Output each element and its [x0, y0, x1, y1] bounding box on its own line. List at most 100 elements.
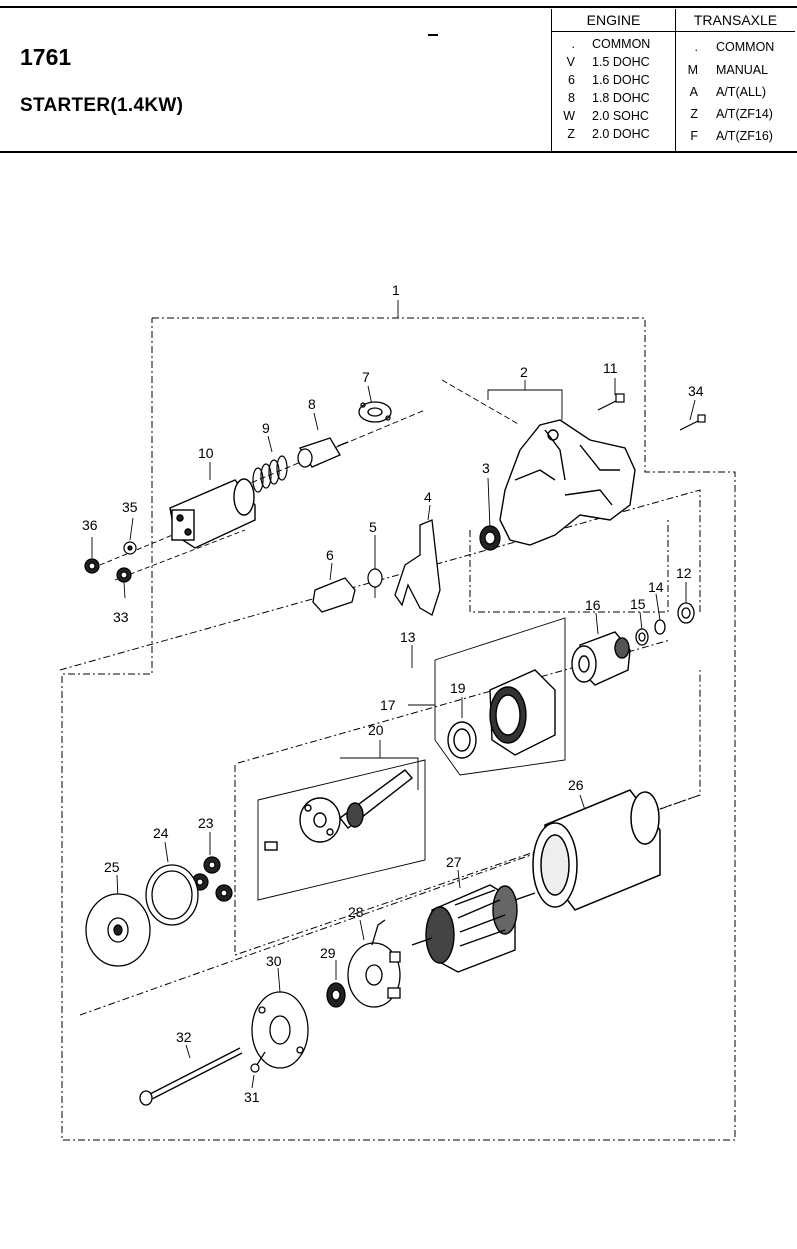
header-mark: [428, 34, 438, 36]
nut: [84, 558, 100, 574]
part-number: 1761: [20, 44, 72, 70]
callout-2: 2: [520, 364, 528, 380]
transaxle-row: Z A/T(ZF14): [676, 105, 795, 123]
callout-9: 9: [262, 420, 270, 436]
callout-8: 8: [308, 396, 316, 412]
callout-34: 34: [688, 383, 704, 399]
engine-desc: 2.0 DOHC: [592, 127, 650, 141]
transaxle-desc: A/T(ZF14): [716, 107, 773, 121]
engine-row: . COMMON: [552, 35, 675, 53]
internal-gear: [489, 669, 556, 756]
transaxle-desc: A/T(ZF16): [716, 129, 773, 143]
planet-gear: [191, 856, 233, 902]
callout-3: 3: [482, 460, 490, 476]
page-title: STARTER(1.4KW): [20, 95, 184, 116]
transaxle-desc: MANUAL: [716, 63, 769, 77]
engine-desc: COMMON: [592, 37, 651, 51]
callout-23: 23: [198, 815, 214, 831]
engine-row: W 2.0 SOHC: [552, 107, 675, 125]
callout-28: 28: [348, 904, 364, 920]
callout-12: 12: [676, 565, 692, 581]
exploded-parts-diagram: 1 2 3 4 5 6 7 8 9 10 11 12 13 14 15 16 1…: [59, 282, 736, 1141]
callout-33: 33: [113, 609, 129, 625]
stop-ring: [677, 602, 695, 624]
callout-7: 7: [362, 369, 370, 385]
transaxle-code: M: [687, 63, 698, 77]
yoke: [532, 789, 661, 911]
header-bottom-rule: [0, 151, 797, 153]
callout-35: 35: [122, 499, 138, 515]
engine-code: 8: [568, 91, 575, 105]
transaxle-heading: TRANSAXLE: [676, 9, 795, 32]
engine-code: 6: [568, 73, 575, 87]
shield: [145, 864, 199, 926]
callout-31: 31: [244, 1089, 260, 1105]
screw: [679, 414, 706, 431]
callout-17: 17: [380, 697, 396, 713]
rear-bracket: [251, 991, 309, 1069]
plate-washer: [85, 893, 151, 967]
callout-16: 16: [585, 597, 601, 613]
bolt: [597, 393, 625, 411]
callout-5: 5: [369, 519, 377, 535]
engine-code: V: [566, 55, 575, 69]
nut: [116, 567, 132, 583]
transaxle-row: . COMMON: [676, 38, 795, 56]
callout-25: 25: [104, 859, 120, 875]
packing-ring: [447, 721, 477, 759]
washer: [367, 568, 383, 588]
engine-code: .: [571, 37, 575, 51]
drive-lever: [394, 519, 441, 616]
engine-desc: 1.5 DOHC: [592, 55, 650, 69]
spring: [252, 455, 288, 493]
engine-heading: ENGINE: [552, 9, 675, 32]
callout-24: 24: [153, 825, 169, 841]
transaxle-desc: COMMON: [716, 40, 775, 54]
washer: [123, 541, 137, 555]
snap-ring: [654, 619, 666, 635]
brush-holder: [347, 919, 401, 1008]
transaxle-row: M MANUAL: [676, 61, 795, 79]
overrunning-clutch: [571, 631, 631, 686]
sub-assembly-outline: [257, 617, 566, 901]
transaxle-code: F: [690, 129, 698, 143]
engine-code: W: [563, 109, 575, 123]
callout-1: 1: [392, 282, 400, 298]
engine-row: V 1.5 DOHC: [552, 53, 675, 71]
callout-13: 13: [400, 629, 416, 645]
planetary-shaft: [264, 769, 414, 851]
transaxle-code: Z: [690, 107, 698, 121]
engine-code: Z: [567, 127, 575, 141]
header: 1761 STARTER(1.4KW) ENGINE . COMMON V 1.5 …: [0, 0, 797, 154]
engine-row: 6 1.6 DOHC: [552, 71, 675, 89]
callout-10: 10: [198, 445, 214, 461]
assembly-outline: [59, 317, 736, 1141]
callout-36: 36: [82, 517, 98, 533]
callout-26: 26: [568, 777, 584, 793]
callout-labels: 1 2 3 4 5 6 7 8 9 10 11 12 13 14 15 16 1…: [82, 282, 704, 1105]
screw: [250, 1051, 266, 1073]
transaxle-code: A: [689, 85, 698, 99]
callout-4: 4: [424, 489, 432, 505]
callout-11: 11: [603, 360, 618, 376]
pinion-gear: [479, 525, 501, 551]
starter-housing: [499, 419, 636, 546]
engine-desc: 1.6 DOHC: [592, 73, 650, 87]
plate: [358, 401, 392, 423]
callout-27: 27: [446, 854, 462, 870]
transaxle-code: .: [694, 40, 698, 54]
callout-29: 29: [320, 945, 336, 961]
callout-6: 6: [326, 547, 334, 563]
stop-ring: [635, 628, 649, 646]
engine-desc: 2.0 SOHC: [592, 109, 649, 123]
header-top-rule: [0, 6, 797, 8]
solenoid: [169, 478, 256, 549]
transaxle-row: F A/T(ZF16): [676, 127, 795, 145]
plunger: [297, 437, 349, 468]
callout-19: 19: [450, 680, 466, 696]
